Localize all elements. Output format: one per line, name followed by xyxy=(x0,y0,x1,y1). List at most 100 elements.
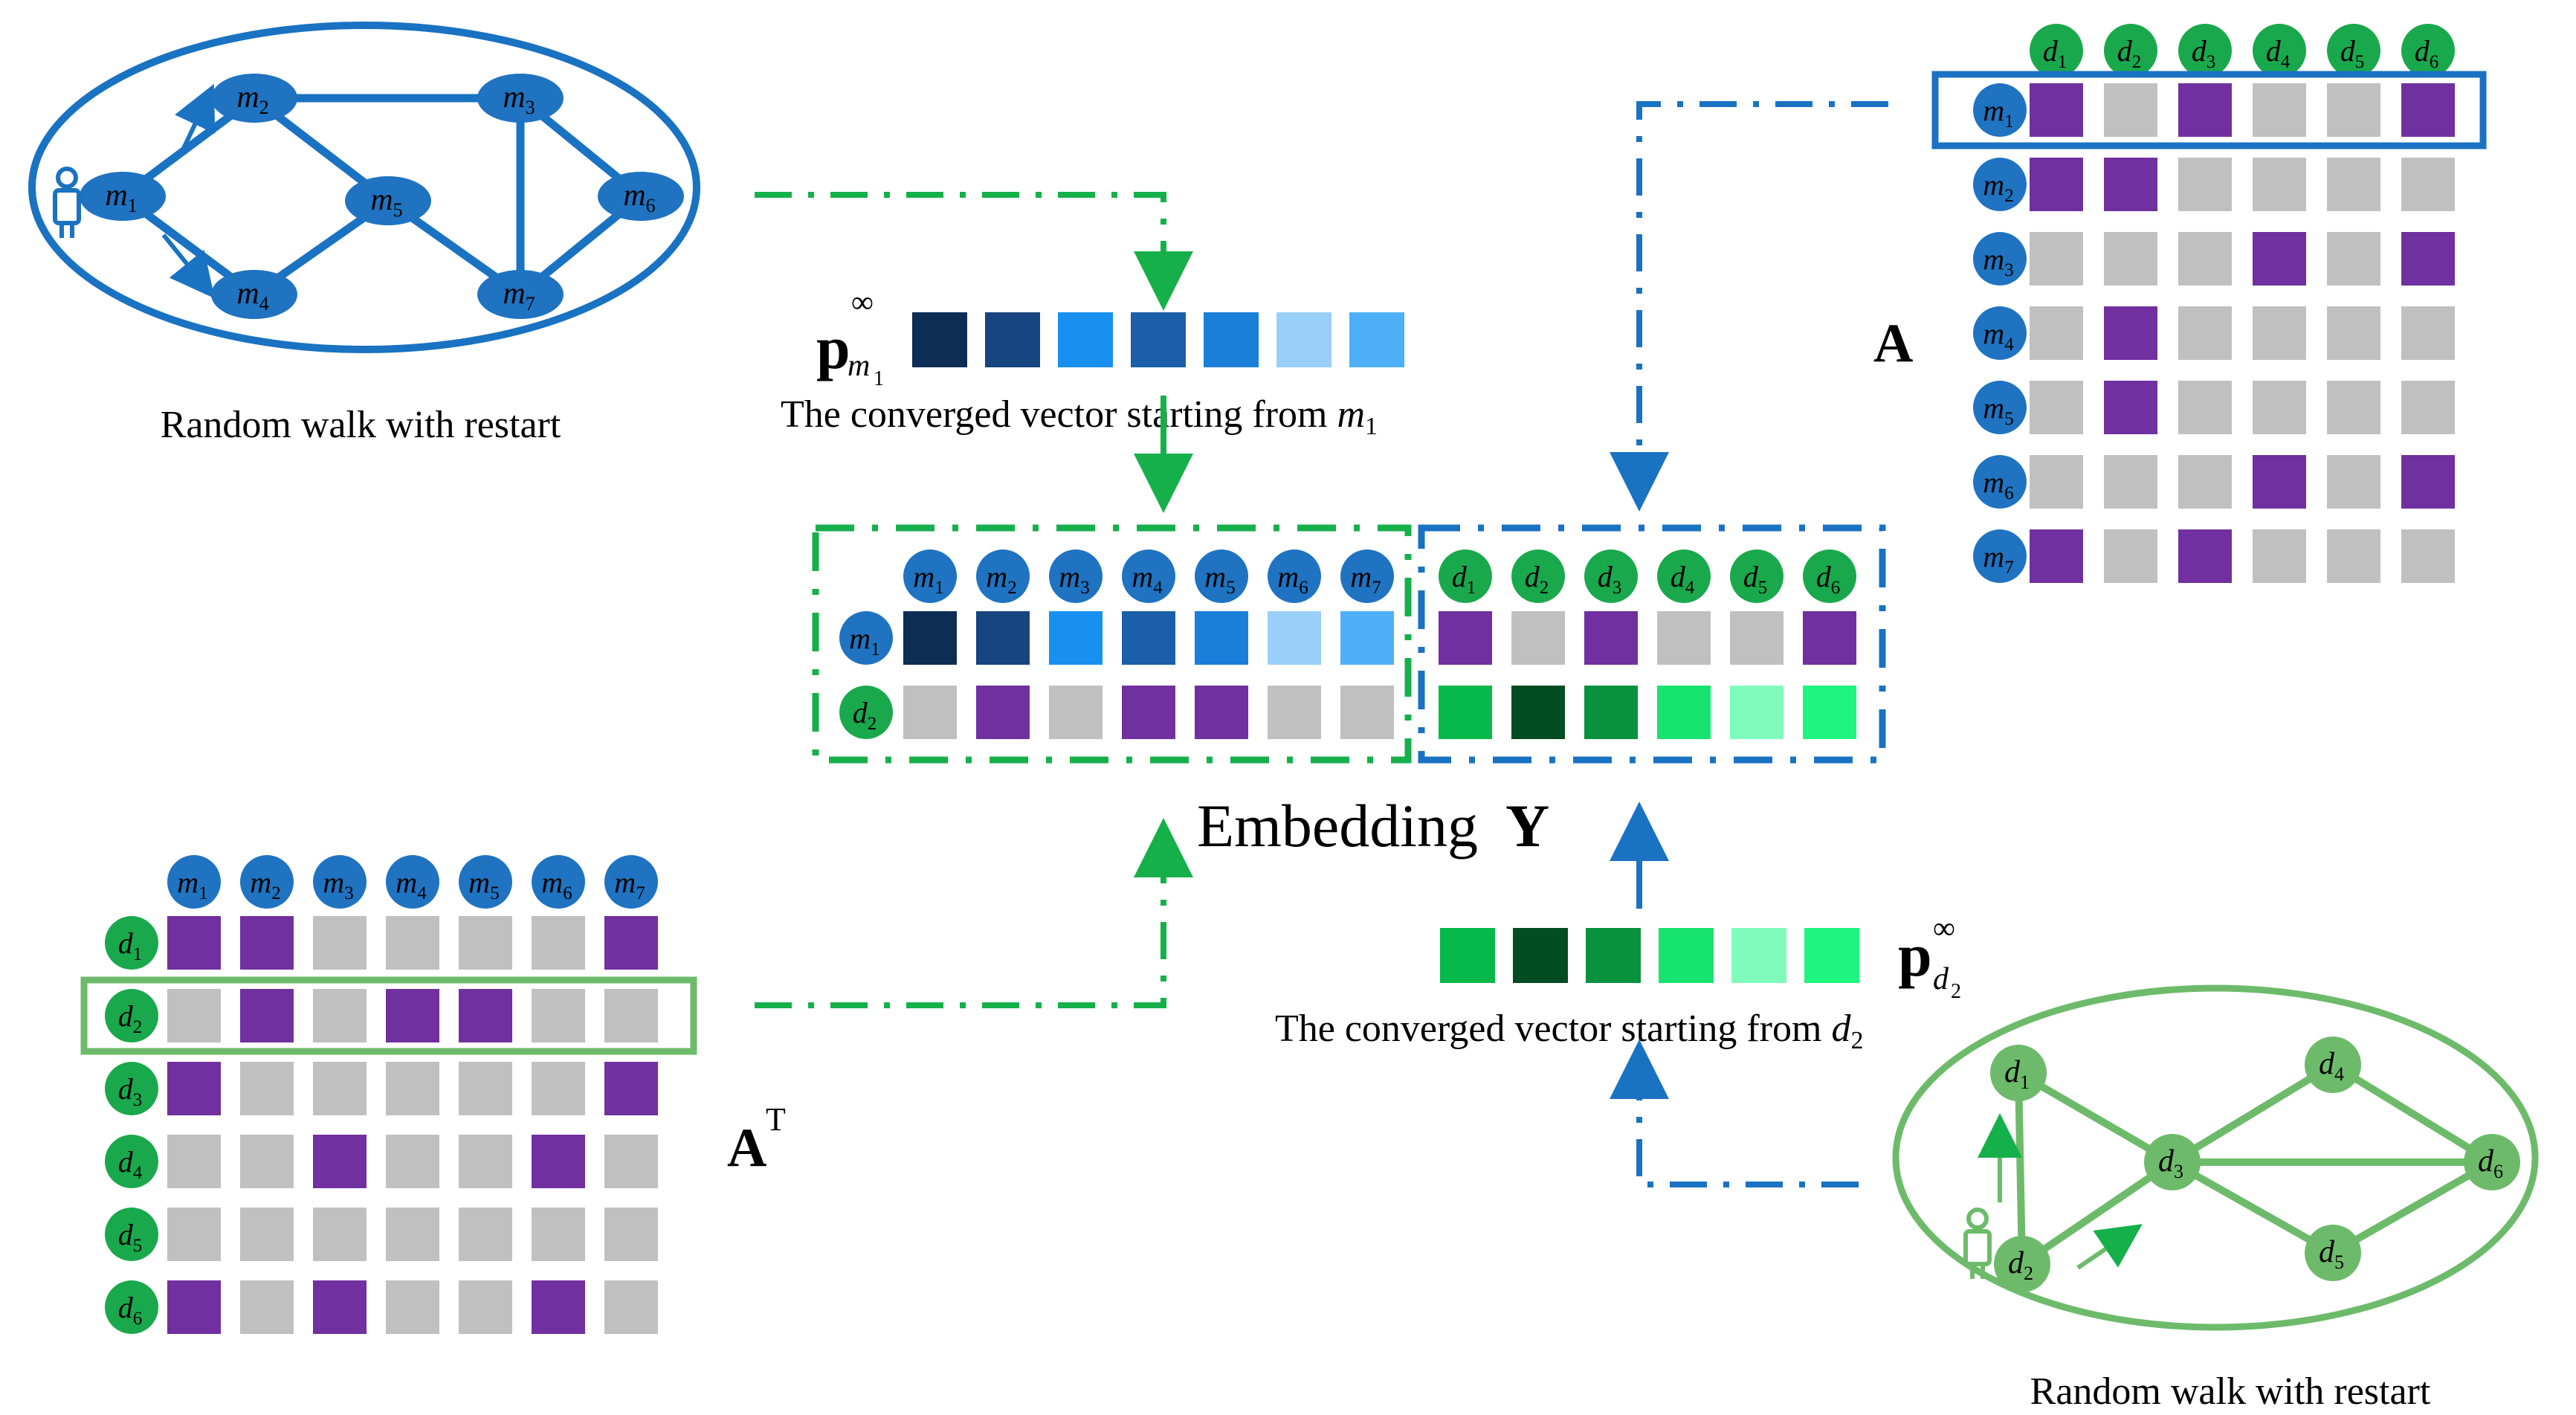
matrixA-cell-4-1 xyxy=(2030,306,2083,360)
node-m1: m1 xyxy=(80,172,166,221)
embedding-label: Embedding Y xyxy=(1197,792,1549,860)
p-d2-cell-4 xyxy=(1659,928,1714,983)
embedding-cell-2-m2 xyxy=(976,686,1030,739)
embedding-cell-1-d5 xyxy=(1730,611,1783,665)
matrixA-cell-3-5 xyxy=(2327,232,2380,286)
matrixA-cell-5-3 xyxy=(2178,381,2232,434)
matrixA-cell-1-3 xyxy=(2178,83,2232,137)
p-m1-symbol: p xyxy=(816,314,850,381)
matrixA-row-header-2: m2 xyxy=(1973,158,2027,211)
node-d3: d3 xyxy=(2144,1134,2201,1190)
matrixA-cell-1-4 xyxy=(2253,83,2306,137)
matrixA-row-header-1: m1 xyxy=(1973,83,2027,137)
embedding-m-header-2: m2 xyxy=(976,549,1030,603)
p-d2-cell-1 xyxy=(1440,928,1495,983)
matrixA-cell-7-3 xyxy=(2178,529,2232,583)
matrixA-cell-2-3 xyxy=(2178,158,2232,211)
node-d6-label: d6 xyxy=(2478,1144,2503,1182)
matrixAT-cell-6-1 xyxy=(167,1280,221,1334)
matrixAT-col-header-6: m6 xyxy=(532,855,585,909)
embedding-cell-1-d3 xyxy=(1584,611,1638,665)
matrixA-col-header-1-label: d1 xyxy=(2043,34,2067,72)
p-d2-sup: ∞ xyxy=(1933,912,1955,946)
matrixAT-cell-2-1 xyxy=(167,989,221,1042)
matrixAT-row-header-5-label: d5 xyxy=(118,1218,143,1256)
embedding-m-header-3: m3 xyxy=(1049,549,1103,603)
matrixAT-cell-4-2 xyxy=(240,1135,294,1188)
embedding-cell-1-m5 xyxy=(1195,611,1248,665)
matrixAT-col-header-1-label: m1 xyxy=(177,866,207,903)
embedding-m-header-4: m4 xyxy=(1122,549,1175,603)
embedding-m-header-5: m5 xyxy=(1195,549,1248,603)
matrixA-cell-2-2 xyxy=(2104,158,2157,211)
matrixAT-col-header-6-label: m6 xyxy=(541,866,572,903)
p-d2-cell-3 xyxy=(1586,928,1641,983)
embedding-mirna-block xyxy=(812,524,1412,764)
p-m1-vector: p ∞ m 1 The converged vector starting fr… xyxy=(781,286,1404,440)
matrixAT-cell-1-2 xyxy=(240,916,294,970)
matrixA-highlight-row xyxy=(1931,71,2487,149)
matrixAT-cell-2-7 xyxy=(604,989,658,1042)
matrixA-col-header-5-label: d5 xyxy=(2340,34,2365,72)
disease-to-pd2-connector xyxy=(1610,1040,1859,1187)
matrixAT-cell-1-5 xyxy=(459,916,512,970)
embedding-m-header-5-label: m5 xyxy=(1204,560,1235,598)
matrixAT-cell-6-6 xyxy=(532,1280,585,1334)
matrixAT-cell-6-4 xyxy=(386,1280,439,1334)
person-icon xyxy=(1963,1208,1992,1279)
embedding-cell-2-m4 xyxy=(1122,686,1175,739)
embedding-m-header-2-label: m2 xyxy=(986,560,1016,598)
matrixA-cell-6-2 xyxy=(2104,455,2157,509)
matrixA-row-header-2-label: m2 xyxy=(1983,168,2013,206)
embedding-cell-1-m4 xyxy=(1122,611,1175,665)
disease-rwr-caption: Random walk with restart xyxy=(2030,1370,2431,1413)
edge-d4-d6 xyxy=(2331,1061,2494,1166)
matrixAT-cell-3-3 xyxy=(313,1062,367,1115)
p-m1-cell-2 xyxy=(985,312,1040,367)
matrixAT-cell-2-2 xyxy=(240,989,294,1042)
matrixA-cell-5-5 xyxy=(2327,381,2380,434)
p-m1-sub-sub: 1 xyxy=(874,367,884,390)
at-to-embedding-connector xyxy=(755,818,1193,1008)
matrixAT-cell-6-3 xyxy=(313,1280,367,1334)
p-m1-cell-5 xyxy=(1204,312,1259,367)
embedding-d-header-6-label: d6 xyxy=(1816,560,1841,598)
embedding-cell-1-m3 xyxy=(1049,611,1103,665)
matrixAT-cell-4-3 xyxy=(313,1135,367,1188)
matrixAT-col-header-7: m7 xyxy=(604,855,658,909)
matrixAT-cell-3-7 xyxy=(604,1062,658,1115)
walk-arrow-down xyxy=(161,233,215,299)
matrixAT-row-header-6-label: d6 xyxy=(118,1291,143,1329)
matrixAT-row-header-1-label: d1 xyxy=(118,926,143,964)
embedding-cell-1-m1 xyxy=(903,611,957,665)
matrixA-cell-5-4 xyxy=(2253,381,2306,434)
matrixAT-cell-6-5 xyxy=(459,1280,512,1334)
matrixA-col-header-2-label: d2 xyxy=(2117,34,2142,72)
matrixA-col-header-6-label: d6 xyxy=(2415,34,2439,72)
embedding-d-header-2-label: d2 xyxy=(1525,560,1549,598)
matrixA-cell-7-2 xyxy=(2104,529,2157,583)
node-m6: m6 xyxy=(598,172,684,221)
embedding-cell-1-d4 xyxy=(1657,611,1711,665)
embedding-d-header-1-label: d1 xyxy=(1452,560,1476,598)
matrixAT-col-header-2-label: m2 xyxy=(250,866,280,903)
embedding-cell-2-d2 xyxy=(1511,686,1565,739)
p-m1-cell-7 xyxy=(1349,312,1404,367)
matrixAT-col-header-7-label: m7 xyxy=(614,866,645,903)
matrixAT-cell-3-2 xyxy=(240,1062,294,1115)
embedding-row-header-1-label: m1 xyxy=(849,622,879,660)
matrixAT-cell-4-4 xyxy=(386,1135,439,1188)
node-m2-label: m2 xyxy=(236,80,268,118)
embedding-cell-2-d6 xyxy=(1803,686,1856,739)
matrixA-cell-2-6 xyxy=(2401,158,2455,211)
matrixAT-cell-2-3 xyxy=(313,989,367,1042)
p-d2-cell-2 xyxy=(1513,928,1568,983)
matrixA-cell-7-1 xyxy=(2030,529,2083,583)
node-m5-label: m5 xyxy=(370,183,402,221)
embedding-cell-2-d5 xyxy=(1730,686,1783,739)
matrixA-row-header-1-label: m1 xyxy=(1983,94,2013,132)
matrixA-row-header-4: m4 xyxy=(1973,306,2027,360)
embedding-cell-2-d1 xyxy=(1439,686,1492,739)
